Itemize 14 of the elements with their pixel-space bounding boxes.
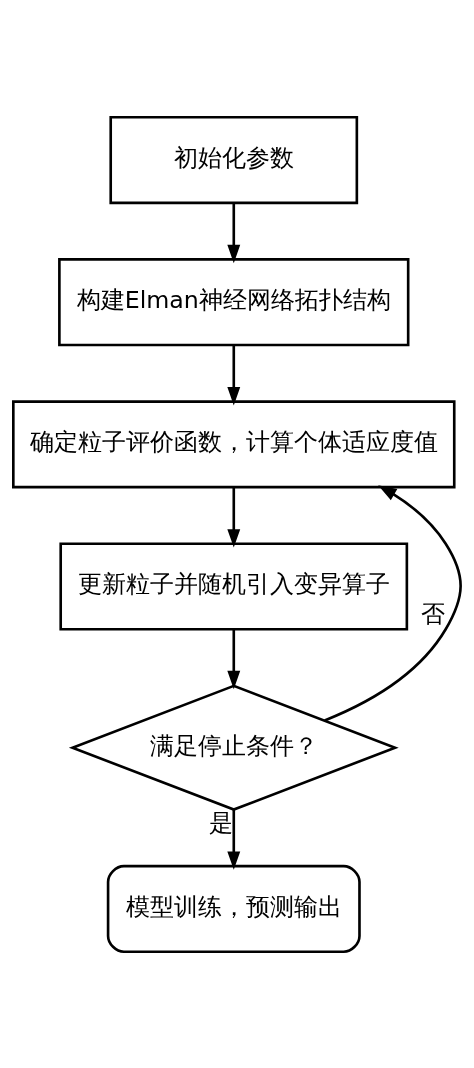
arrow [227, 809, 241, 870]
edge-label: 是 [209, 808, 234, 837]
arrow [227, 629, 241, 689]
node-box: 更新粒子并随机引入变异算子 [59, 541, 409, 631]
node-diamond: 满足停止条件？ [68, 683, 399, 811]
arrow [227, 486, 241, 548]
arrow [227, 344, 241, 405]
node-box: 构建Elman神经网络拓扑结构 [58, 257, 410, 346]
arrow [324, 484, 462, 722]
edge-label: 否 [421, 599, 446, 628]
node-box: 初始化参数 [109, 115, 359, 204]
node-box: 模型训练，预测输出 [106, 864, 361, 953]
arrow [227, 202, 241, 263]
node-box: 确定粒子评价函数，计算个体适应度值 [12, 399, 456, 488]
